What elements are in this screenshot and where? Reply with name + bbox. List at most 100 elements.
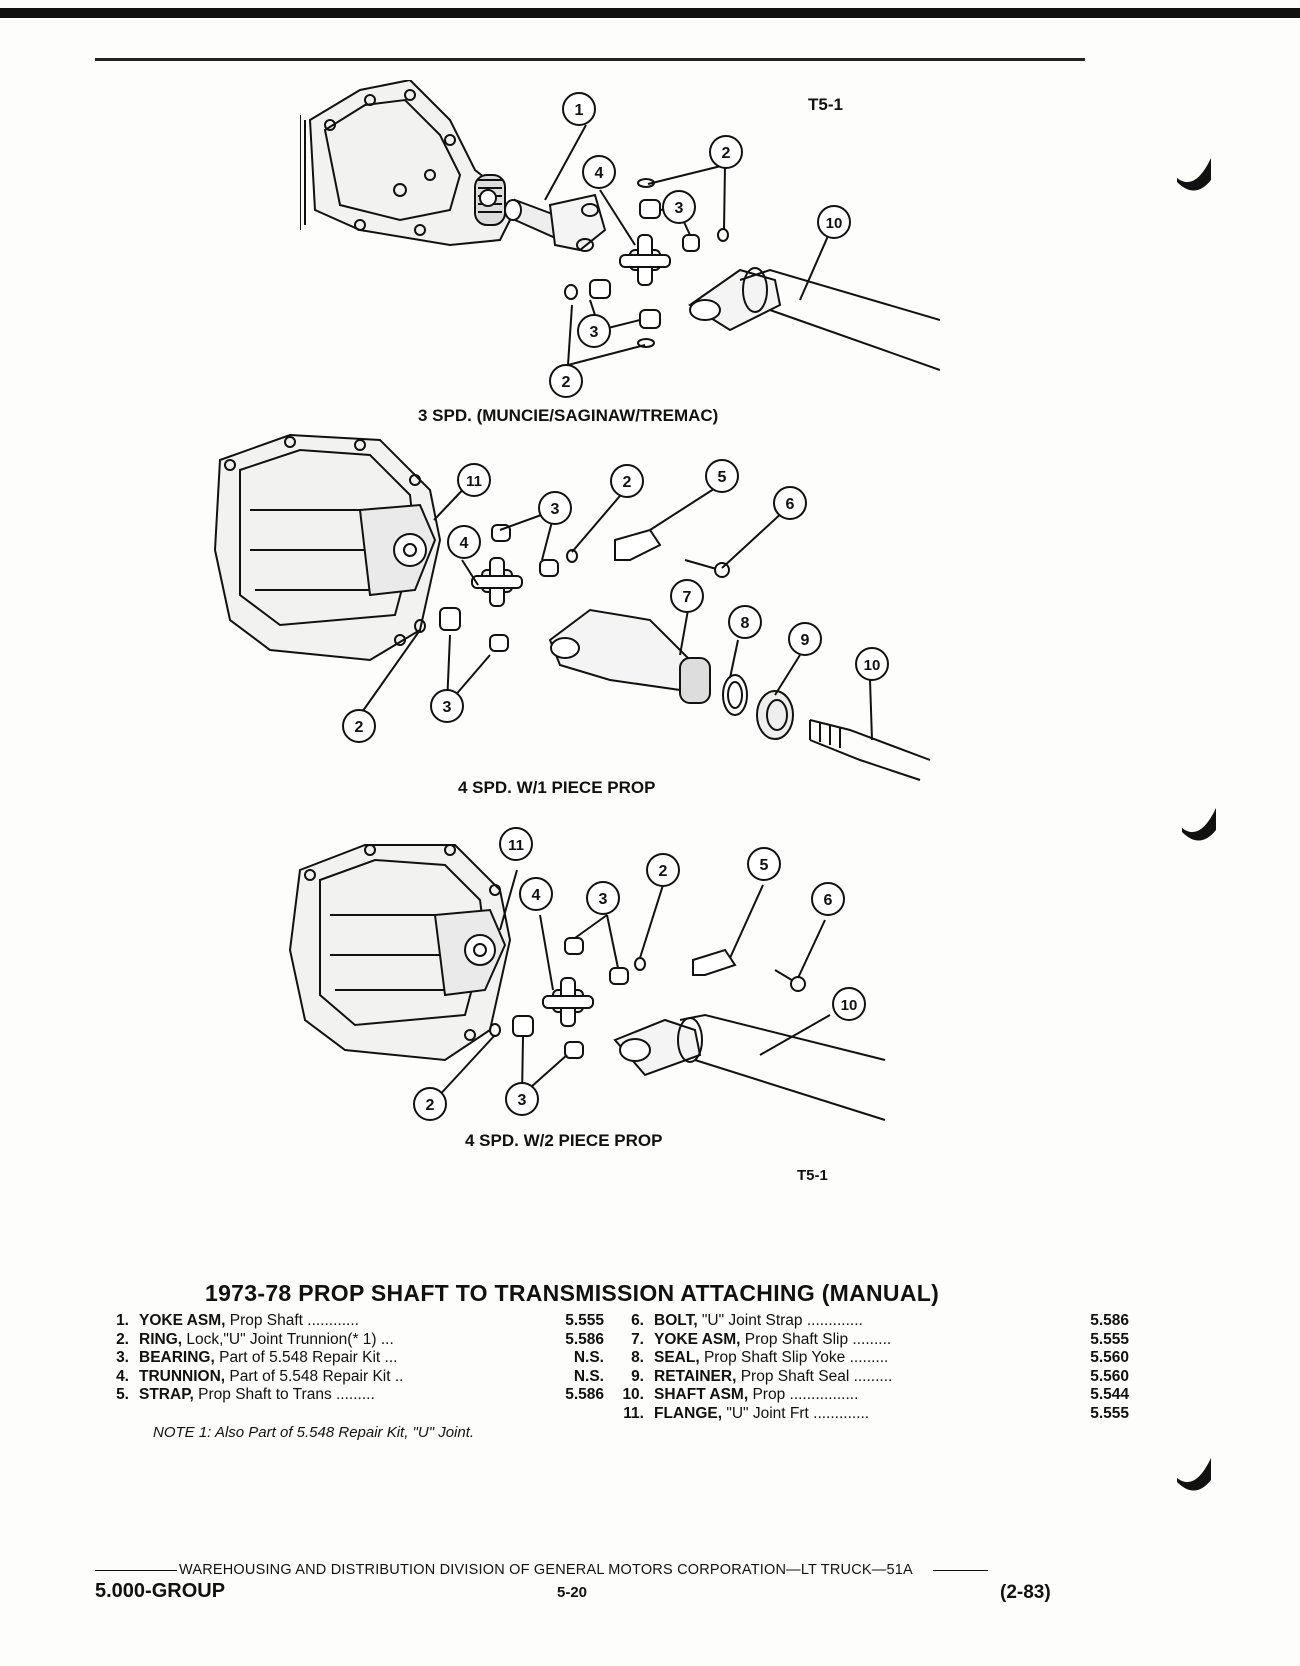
callout-2-fig3: 2 [646, 853, 680, 887]
callout-7-fig2: 7 [670, 579, 704, 613]
trunnion-4spd-2 [542, 977, 594, 1027]
callout-11-fig3: 11 [499, 827, 533, 861]
svg-text:9: 9 [801, 632, 810, 649]
callout-1: 1 [562, 92, 596, 126]
parts-list-right: 6.BOLT, "U" Joint Strap .............5.5… [610, 1312, 1129, 1423]
callout-3-fig2: 3 [538, 491, 572, 525]
callout-3b: 3 [577, 314, 611, 348]
figure-4spd-1piece-diagram [213, 433, 931, 781]
svg-text:3: 3 [518, 1092, 527, 1109]
svg-text:6: 6 [786, 496, 795, 513]
svg-text:7: 7 [683, 589, 692, 606]
parts-row: 6.BOLT, "U" Joint Strap .............5.5… [631, 1312, 1129, 1329]
footer-dash-right [932, 1569, 988, 1571]
svg-text:3: 3 [443, 699, 452, 716]
caption-3spd: 3 SPD. (MUNCIE/SAGINAW/TREMAC) [418, 406, 719, 425]
callout-8-fig2: 8 [728, 605, 762, 639]
caption-4spd-2piece: 4 SPD. W/2 PIECE PROP [465, 1131, 663, 1150]
callout-4-fig3: 4 [519, 877, 553, 911]
parts-row: 2.RING, Lock,"U" Joint Trunnion(* 1) ...… [116, 1330, 604, 1348]
footer-publisher-line: WAREHOUSING AND DISTRIBUTION DIVISION OF… [95, 1562, 988, 1578]
parts-row: 5.STRAP, Prop Shaft to Trans .........5.… [116, 1386, 604, 1403]
svg-text:10: 10 [826, 215, 843, 232]
binder-mark-top [1177, 158, 1211, 191]
parts-row: 3.BEARING, Part of 5.548 Repair Kit ...N… [116, 1349, 604, 1366]
svg-text:3: 3 [590, 324, 599, 341]
trunnion-4spd-1 [471, 557, 523, 607]
trunnion-3spd [619, 234, 671, 286]
svg-text:10: 10 [864, 657, 881, 674]
svg-text:3: 3 [675, 200, 684, 217]
svg-text:10: 10 [841, 997, 858, 1014]
callout-1-label: 1 [575, 102, 584, 119]
bearing-caps-4spd-1 [414, 524, 578, 652]
svg-text:3: 3 [599, 891, 608, 908]
callout-6-fig2: 6 [773, 486, 807, 520]
binder-mark-middle [1182, 808, 1216, 841]
callout-3b-fig2: 3 [430, 689, 464, 723]
callout-5-fig2: 5 [705, 459, 739, 493]
svg-text:4: 4 [532, 887, 541, 904]
svg-text:2: 2 [623, 474, 632, 491]
binder-mark-bottom [1177, 1458, 1211, 1491]
svg-text:4: 4 [460, 535, 469, 552]
svg-text:11: 11 [508, 837, 524, 854]
parts-row: 8.SEAL, Prop Shaft Slip Yoke .........5.… [631, 1349, 1129, 1366]
figure-3spd-diagram [300, 80, 940, 371]
footnote: NOTE 1: Also Part of 5.548 Repair Kit, "… [153, 1424, 475, 1441]
callout-5-fig3: 5 [747, 847, 781, 881]
footer-dash-left [95, 1569, 177, 1571]
callout-2b-fig3: 2 [413, 1087, 447, 1121]
figure-code-top: T5-1 [808, 95, 843, 114]
callout-2: 2 [709, 135, 743, 169]
transmission-housing-4spd-2 [288, 844, 512, 1062]
callout-3: 3 [662, 190, 696, 224]
parts-row: 9.RETAINER, Prop Shaft Seal .........5.5… [631, 1367, 1129, 1385]
svg-text:6: 6 [824, 892, 833, 909]
svg-text:2: 2 [659, 863, 668, 880]
strap-and-bolt-4spd-2 [692, 948, 806, 992]
callout-10: 10 [817, 205, 851, 239]
footer-page-number: 5-20 [557, 1584, 588, 1601]
svg-text:5: 5 [760, 857, 769, 874]
callout-4-fig2: 4 [447, 525, 481, 559]
svg-text:4: 4 [595, 165, 604, 182]
shaft-asm-3spd [688, 267, 940, 371]
svg-text:2: 2 [722, 145, 731, 162]
figure-code-bottom: T5-1 [797, 1167, 828, 1184]
callout-2b-fig2: 2 [342, 709, 376, 743]
transmission-housing-4spd-1 [213, 433, 442, 662]
header-rule [95, 58, 1085, 61]
slip-yoke-and-shaft-4spd-1 [548, 608, 931, 781]
callout-6-fig3: 6 [811, 882, 845, 916]
callout-10-fig3: 10 [832, 987, 866, 1021]
callout-3-fig3: 3 [586, 881, 620, 915]
svg-text:2: 2 [562, 374, 571, 391]
top-border-bar [0, 8, 1300, 18]
parts-row: 7.YOKE ASM, Prop Shaft Slip .........5.5… [631, 1330, 1129, 1348]
caption-4spd-1piece: 4 SPD. W/1 PIECE PROP [458, 778, 656, 797]
callout-2-fig2: 2 [610, 464, 644, 498]
parts-row: 1.YOKE ASM, Prop Shaft ............5.555 [116, 1312, 604, 1329]
transmission-housing-3spd [300, 80, 512, 247]
callout-2b: 2 [549, 364, 583, 398]
svg-text:2: 2 [426, 1097, 435, 1114]
yoke-asm-prop-shaft [504, 193, 607, 252]
page-title: 1973-78 PROP SHAFT TO TRANSMISSION ATTAC… [205, 1280, 940, 1306]
callout-11: 11 [457, 463, 491, 497]
svg-text:3: 3 [551, 501, 560, 518]
callout-3b-fig3: 3 [505, 1082, 539, 1116]
svg-text:8: 8 [741, 615, 750, 632]
footer-group: 5.000-GROUP [95, 1580, 226, 1602]
callout-9-fig2: 9 [788, 622, 822, 656]
svg-text:5: 5 [718, 469, 727, 486]
figure-4spd-2piece-diagram [288, 844, 886, 1121]
bearing-caps-4spd-2 [489, 937, 646, 1059]
shaft-asm-4spd-2 [613, 1013, 886, 1121]
strap-and-bolt-4spd-1 [614, 528, 730, 578]
parts-row: 4.TRUNNION, Part of 5.548 Repair Kit ..N… [116, 1367, 604, 1385]
svg-text:2: 2 [355, 719, 364, 736]
footer-date: (2-83) [1000, 1582, 1051, 1603]
callout-10-fig2: 10 [855, 647, 889, 681]
parts-row: 11.FLANGE, "U" Joint Frt .............5.… [623, 1404, 1129, 1422]
